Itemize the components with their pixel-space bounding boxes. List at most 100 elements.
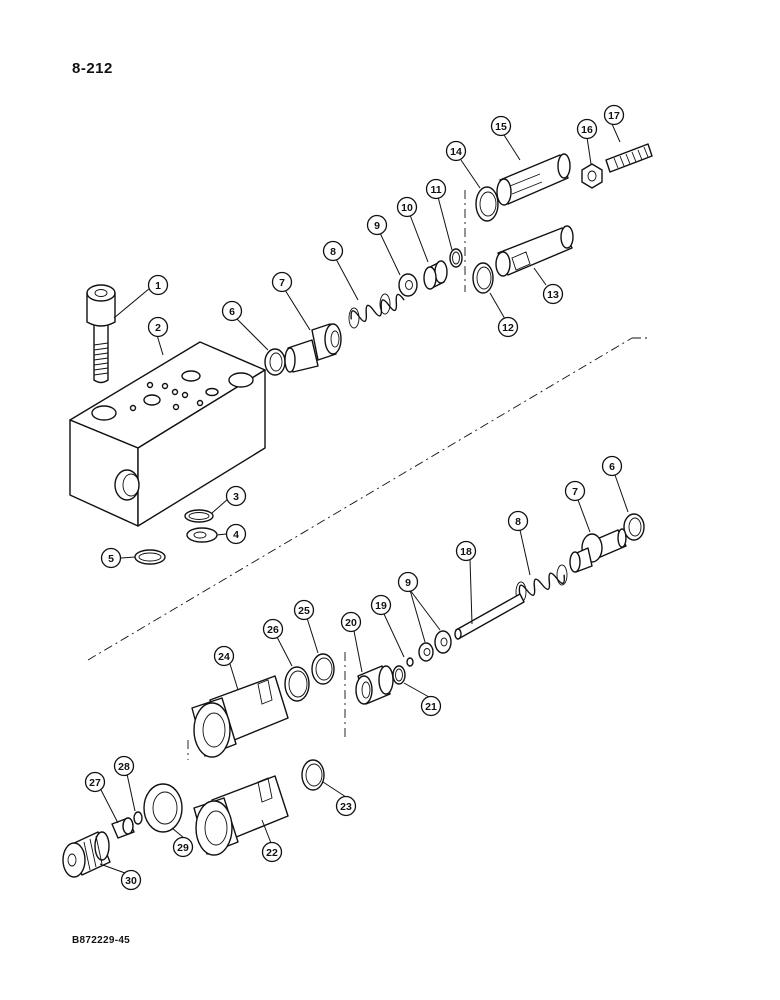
page-number: 8-212: [72, 60, 113, 77]
callout-13: 13: [542, 283, 564, 305]
callout-12: 12: [497, 316, 519, 338]
callout-label: 5: [108, 553, 114, 565]
housing-22: [193, 775, 289, 856]
callout-7: 7: [271, 271, 293, 293]
callout-circle: [261, 841, 283, 863]
ring-6-lower: [623, 513, 645, 541]
callout-circle: [271, 271, 293, 293]
callout-9: 9: [366, 214, 388, 236]
callout-label: 27: [89, 777, 101, 789]
callout-6: 6: [221, 300, 243, 322]
callout-circle: [225, 523, 247, 545]
callout-circle: [84, 771, 106, 793]
valve-block: [69, 341, 266, 527]
callout-circle: [396, 196, 418, 218]
callout-circle: [113, 755, 135, 777]
figure-reference-code: B872229-45: [72, 935, 131, 946]
callout-label: 24: [218, 651, 230, 663]
callout-23: 23: [335, 795, 357, 817]
callout-label: 8: [515, 516, 521, 528]
callout-8: 8: [507, 510, 529, 532]
nut-29: [143, 783, 183, 833]
callout-label: 22: [266, 847, 278, 859]
callout-label: 26: [267, 624, 279, 636]
callout-circle: [445, 140, 467, 162]
callout-label: 7: [279, 277, 285, 289]
callout-6: 6: [601, 455, 623, 477]
o-ring-26: [284, 666, 310, 702]
poppet-7-upper: [284, 323, 342, 373]
callout-circle: [120, 869, 142, 891]
callout-circle: [340, 611, 362, 633]
housing-24: [191, 675, 289, 758]
callout-label: 10: [401, 202, 413, 214]
callout-18: 18: [455, 540, 477, 562]
callout-label: 6: [229, 306, 235, 318]
callout-label: 13: [547, 289, 559, 301]
callout-3: 3: [225, 485, 247, 507]
callout-7: 7: [564, 480, 586, 502]
callout-19: 19: [370, 594, 392, 616]
callout-27: 27: [84, 771, 106, 793]
callout-circle: [147, 274, 169, 296]
callout-30: 30: [120, 869, 142, 891]
callout-circle: [490, 115, 512, 137]
callout-label: 19: [375, 600, 387, 612]
callout-8: 8: [322, 240, 344, 262]
callout-16: 16: [576, 118, 598, 140]
leader-lines: [99, 123, 629, 874]
callout-24: 24: [213, 645, 235, 667]
callout-circle: [425, 178, 447, 200]
callout-circle: [335, 795, 357, 817]
callout-9: 9: [397, 571, 419, 593]
callout-label: 9: [405, 577, 411, 589]
callout-circle: [397, 571, 419, 593]
o-ring-11: [449, 248, 463, 268]
spring-8-lower: [515, 564, 568, 603]
spring-8-upper: [348, 293, 405, 329]
callout-circle: [603, 104, 625, 126]
callout-circle: [147, 316, 169, 338]
o-ring-21: [392, 665, 406, 685]
callout-circle: [172, 836, 194, 858]
callout-11: 11: [425, 178, 447, 200]
callout-26: 26: [262, 618, 284, 640]
callout-1: 1: [147, 274, 169, 296]
screw-17: [605, 143, 653, 173]
callout-circle: [601, 455, 623, 477]
cap-screw: [86, 284, 116, 384]
o-ring-14: [475, 186, 499, 222]
o-ring-28: [133, 811, 143, 825]
callout-14: 14: [445, 140, 467, 162]
callout-label: 6: [609, 461, 615, 473]
callout-label: 8: [330, 246, 336, 258]
poppet-7-lower: [569, 528, 627, 573]
plug-13: [495, 225, 574, 277]
callout-circle: [366, 214, 388, 236]
o-ring-3: [184, 509, 214, 523]
seal-4: [186, 527, 218, 543]
callout-22: 22: [261, 841, 283, 863]
callout-label: 12: [502, 322, 514, 334]
piston-27: [111, 817, 135, 839]
callout-circle: [370, 594, 392, 616]
callout-label: 16: [581, 124, 593, 136]
o-ring-12: [472, 262, 494, 294]
callout-label: 14: [450, 146, 462, 158]
callout-circle: [497, 316, 519, 338]
callout-label: 20: [345, 617, 357, 629]
callout-circle: [221, 300, 243, 322]
callout-circle: [542, 283, 564, 305]
callout-label: 25: [298, 605, 310, 617]
callout-circle: [455, 540, 477, 562]
callout-label: 15: [495, 121, 507, 133]
callout-circle: [262, 618, 284, 640]
o-ring-5: [134, 549, 166, 565]
callout-label: 28: [118, 761, 130, 773]
washer-9-lower-a: [434, 630, 452, 654]
callout-label: 4: [233, 529, 239, 541]
callout-label: 29: [177, 842, 189, 854]
